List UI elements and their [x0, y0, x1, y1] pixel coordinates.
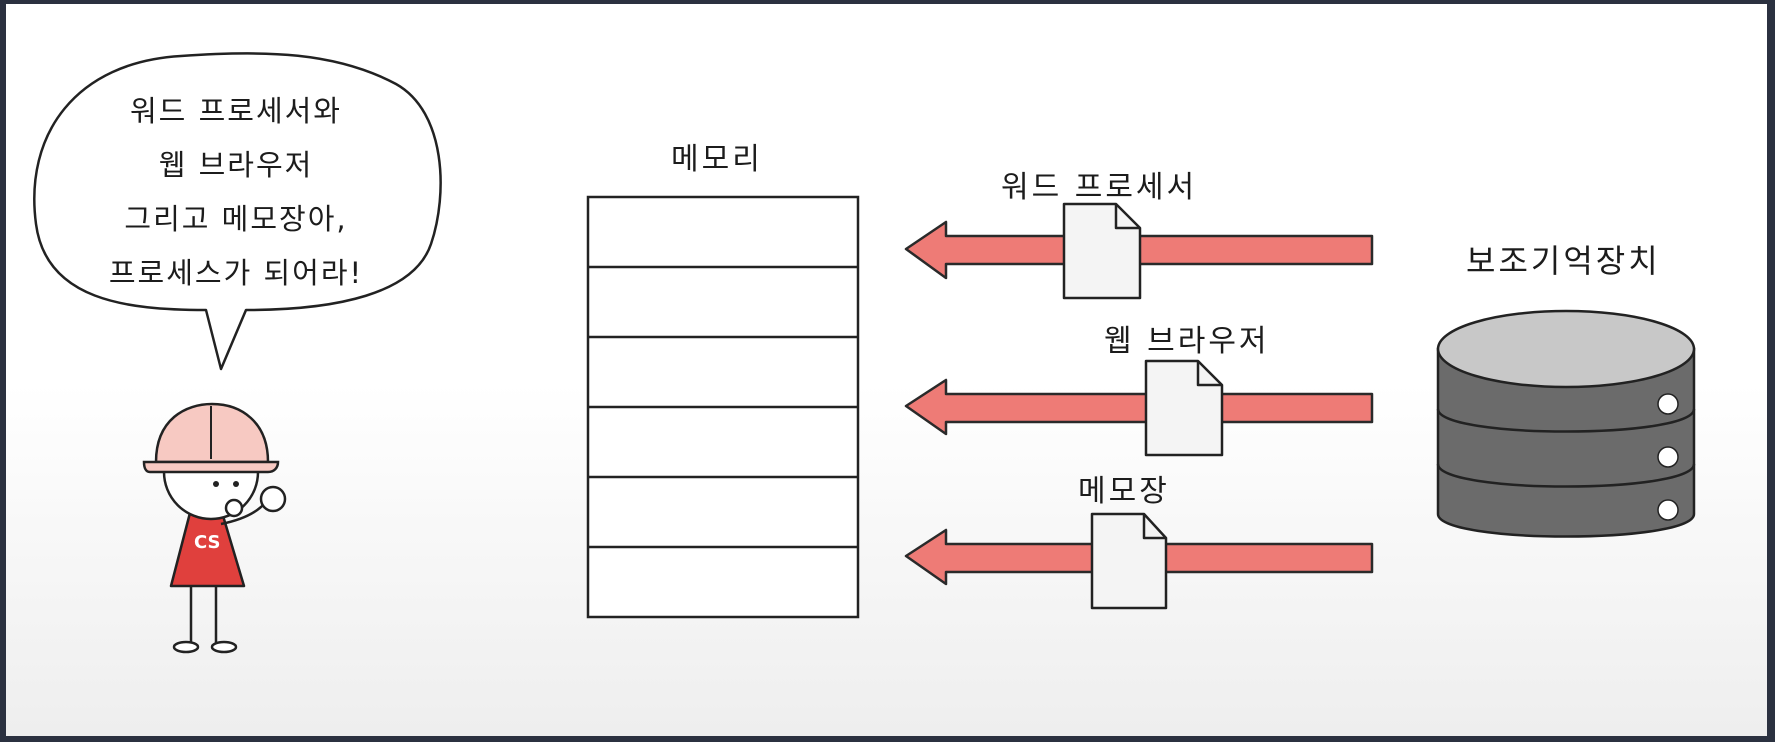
speech-line: 웹 브라우저	[36, 138, 436, 192]
speech-line: 프로세스가 되어라!	[36, 246, 436, 300]
program-label-notepad: 메모장	[1078, 466, 1170, 510]
program-label-word: 워드 프로세서	[1001, 162, 1197, 206]
program-label-browser: 웹 브라우저	[1104, 316, 1270, 360]
speech-line: 그리고 메모장아,	[36, 192, 436, 246]
speech-line: 워드 프로세서와	[36, 84, 436, 138]
file-icon	[1146, 361, 1222, 455]
memory-block	[588, 197, 858, 617]
shirt-logo: CS	[194, 532, 221, 553]
file-icon	[1092, 514, 1166, 608]
storage-label: 보조기억장치	[1466, 236, 1661, 282]
speech-bubble-text: 워드 프로세서와 웹 브라우저 그리고 메모장아, 프로세스가 되어라!	[36, 84, 436, 300]
character	[144, 404, 285, 652]
arrow-browser	[906, 380, 1372, 434]
slide-frame: 워드 프로세서와 웹 브라우저 그리고 메모장아, 프로세스가 되어라! CS …	[6, 4, 1767, 736]
memory-label: 메모리	[671, 134, 763, 178]
file-icon	[1064, 204, 1140, 298]
database-icon	[1438, 311, 1694, 537]
